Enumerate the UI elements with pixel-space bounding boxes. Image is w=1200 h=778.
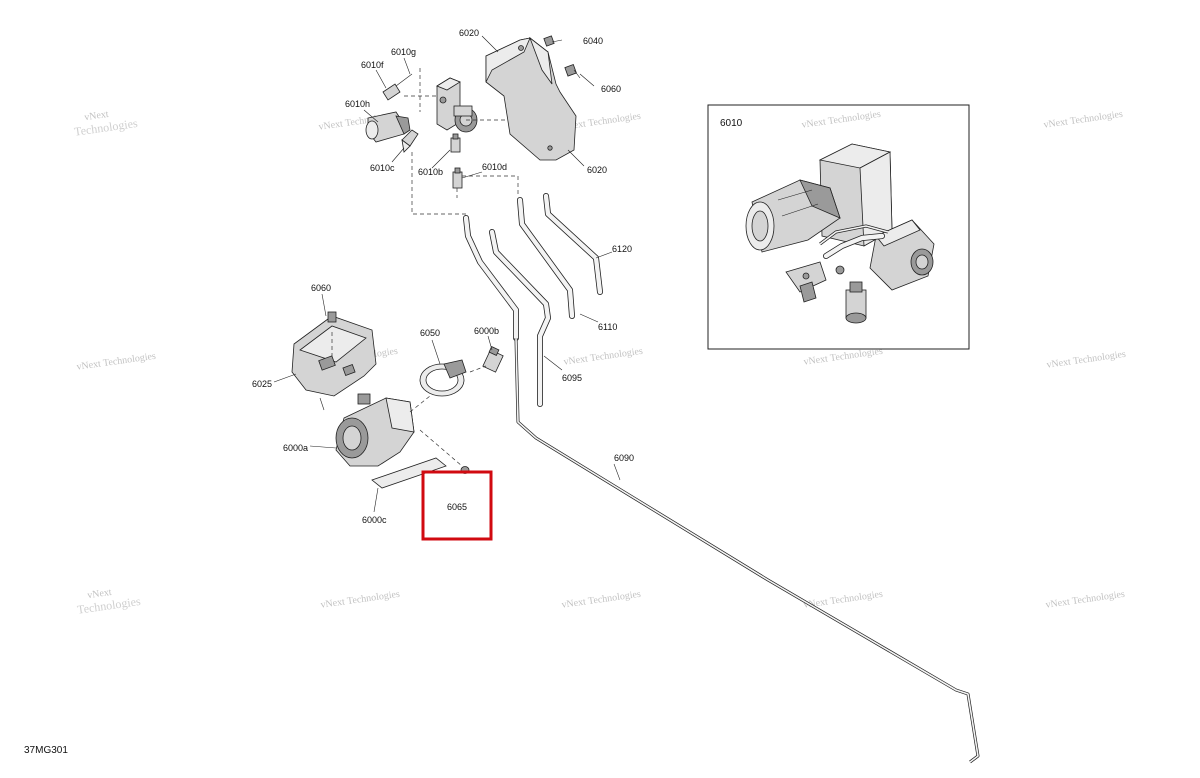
watermark: vNext Technologies xyxy=(76,587,141,617)
watermark-line1: vNext xyxy=(87,587,113,601)
inset-connector xyxy=(745,179,841,253)
solenoid-valve-6010 xyxy=(453,105,478,133)
fitting-6000b xyxy=(482,346,504,373)
watermark-line1: vNext xyxy=(84,109,110,123)
watermark: vNext Technologies xyxy=(1046,349,1127,371)
callout-6060-top: 6060 xyxy=(601,84,621,94)
connector-6010h xyxy=(365,111,411,143)
callout-6010h: 6010h xyxy=(345,99,370,109)
watermark-text: vNext Technologies xyxy=(801,109,882,131)
callout-6010b: 6010b xyxy=(418,167,443,177)
watermark: vNext Technologies xyxy=(73,109,138,139)
watermark: vNext Technologies xyxy=(1043,109,1124,131)
hose-short xyxy=(463,215,519,341)
inset-fitting-bottom xyxy=(845,281,867,324)
watermark-text: vNext Technologies xyxy=(561,589,642,611)
diagram-id: 37MG301 xyxy=(24,745,68,756)
screw-6060-top xyxy=(564,64,581,79)
watermark-text: vNext Technologies xyxy=(76,351,157,373)
screw-6040 xyxy=(543,35,563,47)
assembly-lines-top xyxy=(404,68,519,215)
sensor-bracket xyxy=(436,77,461,131)
assembly-lines-pump xyxy=(331,332,487,467)
fitting-6010c xyxy=(401,129,419,153)
callout-6120: 6120 xyxy=(612,244,632,254)
highlight-box-6065[interactable] xyxy=(421,470,493,541)
inset-6010: 6010 xyxy=(707,104,970,350)
watermark: vNext Technologies xyxy=(801,109,882,131)
callout-6000c: 6000c xyxy=(362,515,387,525)
callout-6095: 6095 xyxy=(562,373,582,383)
watermark: vNext Technologies xyxy=(320,589,401,611)
callout-6050: 6050 xyxy=(420,328,440,338)
watermark-layer: vNext Technologies vNext Technologies vN… xyxy=(73,109,1127,617)
inset-valve xyxy=(869,219,935,291)
watermark-line2: Technologies xyxy=(73,116,138,139)
callout-6020-bottom: 6020 xyxy=(587,165,607,175)
callout-6010f: 6010f xyxy=(361,60,384,70)
callout-6010g: 6010g xyxy=(391,47,416,57)
nipple-6010d xyxy=(452,167,463,189)
hose-6095 xyxy=(489,229,551,407)
callout-labels: 6020 6040 6010g 6010f 6060 6010h 6020 60… xyxy=(252,28,634,525)
screw-6060-pump xyxy=(327,311,337,323)
inset-frame xyxy=(707,104,970,350)
callout-6010d: 6010d xyxy=(482,162,507,172)
callout-6065: 6065 xyxy=(447,502,467,512)
callout-6000b: 6000b xyxy=(474,326,499,336)
watermark: vNext Technologies xyxy=(563,346,644,368)
heat-shield-6020 xyxy=(485,36,577,161)
pump-6000a xyxy=(335,393,415,467)
sensor-6010f xyxy=(382,73,413,101)
callout-6110: 6110 xyxy=(598,322,617,332)
bracket-6025 xyxy=(291,315,377,411)
watermark: vNext Technologies xyxy=(1045,589,1126,611)
callout-6040: 6040 xyxy=(583,36,603,46)
watermark-text: vNext Technologies xyxy=(1045,589,1126,611)
watermark-text: vNext Technologies xyxy=(320,589,401,611)
watermark-line2: Technologies xyxy=(76,594,141,617)
watermark: vNext Technologies xyxy=(561,589,642,611)
inset-fitting-left xyxy=(785,261,827,303)
pad-6000c xyxy=(371,457,447,489)
watermark-text: vNext Technologies xyxy=(1046,349,1127,371)
callout-6025: 6025 xyxy=(252,379,272,389)
nipple-6010b xyxy=(450,133,461,153)
callout-6020-top: 6020 xyxy=(459,28,479,38)
hose-6110 xyxy=(517,197,575,319)
inset-title: 6010 xyxy=(720,118,743,129)
tube-6090 xyxy=(514,337,980,764)
callout-6010c: 6010c xyxy=(370,163,395,173)
hose-6120 xyxy=(543,193,603,295)
clamp-6050 xyxy=(419,359,467,397)
watermark: vNext Technologies xyxy=(76,351,157,373)
callout-6000a: 6000a xyxy=(283,443,308,453)
watermark-text: vNext Technologies xyxy=(563,346,644,368)
callout-6060-pump: 6060 xyxy=(311,283,331,293)
leader-lines xyxy=(273,35,621,513)
watermark-text: vNext Technologies xyxy=(1043,109,1124,131)
callout-6090: 6090 xyxy=(614,453,634,463)
